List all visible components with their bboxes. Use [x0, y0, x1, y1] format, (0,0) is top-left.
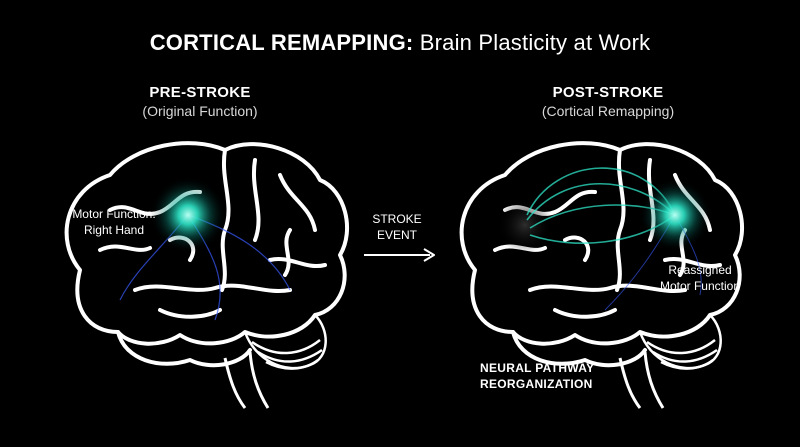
post-stroke-motor-label: Reassigned Motor Function: [640, 262, 760, 294]
brainstem: [223, 351, 270, 409]
diagram-title: CORTICAL REMAPPING: Brain Plasticity at …: [0, 30, 800, 56]
stroke-event-line1: STROKE: [372, 212, 422, 226]
pathway-line1: NEURAL PATHWAY: [480, 361, 595, 375]
pre-stroke-motor-label: Motor Function: Right Hand: [60, 206, 168, 238]
post-stroke-heading: POST-STROKE: [552, 84, 664, 101]
reassigned-motor-glow: [639, 179, 711, 251]
stroke-event-label: STROKE EVENT: [352, 211, 442, 243]
brain-outline: [459, 141, 745, 368]
pre-stroke-subheading: (Original Function): [142, 103, 258, 119]
post-stroke-label-line2: Motor Function: [659, 279, 741, 293]
post-stroke-heading-block: POST-STROKE (Cortical Remapping): [488, 84, 728, 119]
motor-function-glow: [150, 177, 226, 253]
pre-stroke-label-line2: Right Hand: [83, 223, 145, 237]
title-light: Brain Plasticity at Work: [419, 30, 651, 55]
cerebellum: [243, 314, 327, 370]
pre-stroke-heading-block: PRE-STROKE (Original Function): [80, 84, 320, 119]
stroke-lesion-area: [497, 197, 553, 253]
pre-stroke-label-line1: Motor Function:: [72, 207, 156, 221]
pre-stroke-brain-illustration: [64, 141, 350, 409]
brain-outline: [64, 141, 350, 368]
stroke-event-line2: EVENT: [376, 228, 417, 242]
post-stroke-subheading: (Cortical Remapping): [541, 103, 675, 119]
pathway-line2: REORGANIZATION: [480, 377, 593, 391]
post-stroke-label-line1: Reassigned: [668, 263, 732, 277]
brainstem: [618, 351, 665, 409]
post-stroke-brain-illustration: [459, 141, 745, 409]
title-bold: CORTICAL REMAPPING:: [149, 30, 414, 55]
right-arrow-icon: [364, 248, 435, 262]
pre-stroke-heading: PRE-STROKE: [149, 84, 251, 101]
neural-pathway-label: NEURAL PATHWAY REORGANIZATION: [480, 360, 630, 392]
cerebellum: [638, 314, 722, 370]
